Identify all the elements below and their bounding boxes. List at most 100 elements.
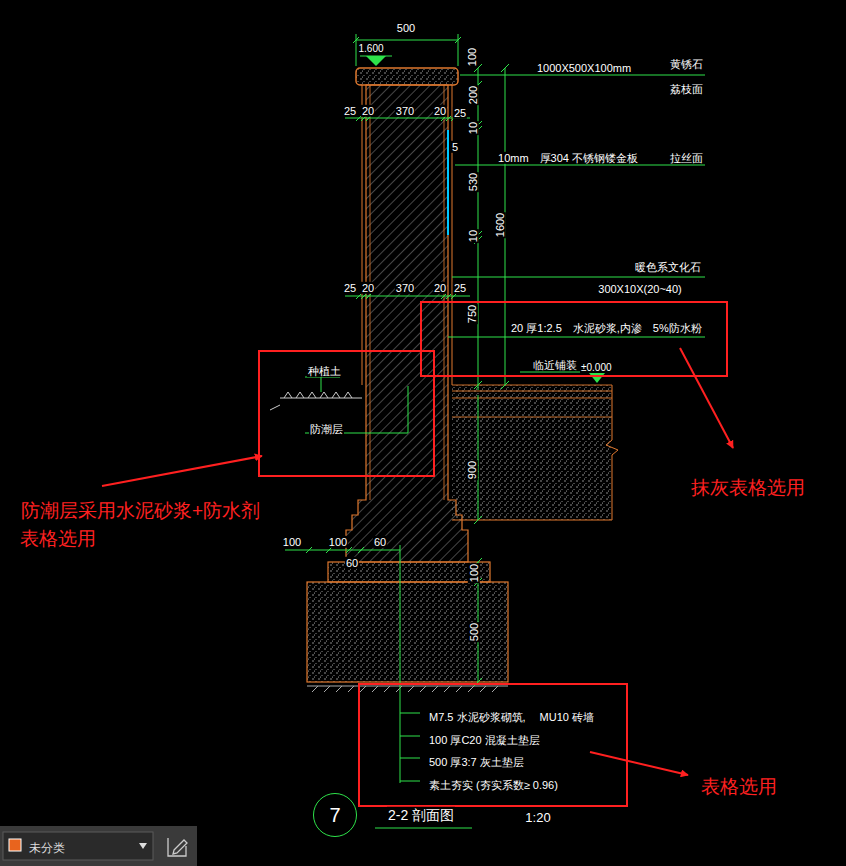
- soil-leader: [305, 377, 340, 392]
- text-holder: 表格选用: [700, 776, 778, 798]
- color-swatch: [9, 839, 21, 851]
- toolbar-panel: [0, 826, 197, 866]
- layer-dropdown: 未分类: [3, 832, 153, 860]
- text-holder: 20: [361, 101, 375, 119]
- text-holder: 500 厚3:7 灰土垫层: [428, 752, 525, 770]
- text-holder: 25: [453, 103, 467, 121]
- callout-box: 种植土防潮层: [258, 350, 435, 477]
- text-holder: 暖色系文化石: [634, 257, 702, 275]
- text-holder: 未分类: [28, 838, 66, 856]
- label-text: 10mm 厚304 不锈钢镂金板: [497, 152, 639, 164]
- text-holder: 20: [433, 278, 447, 296]
- label-text: 20: [433, 105, 447, 117]
- annotation-arrow: [102, 456, 262, 486]
- edit-icon: [168, 838, 187, 856]
- note-text: 防潮层: [309, 423, 344, 435]
- label-text: 拉丝面: [669, 152, 704, 164]
- text-holder: M7.5 水泥砂浆砌筑, MU10 砖墙: [428, 707, 595, 725]
- label-text: 25: [453, 282, 467, 294]
- label-text: 500: [396, 22, 416, 34]
- text-holder: 抹灰表格选用: [690, 477, 806, 499]
- text-holder: 防潮层采用水泥砂浆+防水剂 表格选用: [20, 497, 270, 553]
- stone-face: [452, 85, 453, 385]
- level-marker: [366, 56, 386, 66]
- label-text: 1.600: [357, 43, 384, 54]
- paving-layers: [452, 385, 612, 417]
- label-text: 20: [433, 282, 447, 294]
- label-text: 20: [361, 105, 375, 117]
- planting-soil-symbol: [280, 392, 362, 398]
- note-text: 100 厚C20 混凝土垫层: [428, 734, 541, 746]
- note-text: 种植土: [307, 365, 342, 377]
- cap-stone: [356, 68, 458, 85]
- text-holder: 370: [395, 278, 415, 296]
- note-text: ±0.000: [580, 362, 613, 373]
- text-holder: ±0.000: [580, 357, 613, 375]
- brick-wall: [346, 85, 468, 562]
- text-holder: 20: [433, 101, 447, 119]
- soil-fill: [452, 417, 612, 520]
- label-text: 60: [345, 557, 359, 569]
- label-text: 暖色系文化石: [634, 261, 702, 273]
- layer-name: 未分类: [28, 841, 66, 855]
- dimension-text: 100: [466, 47, 478, 67]
- title-underline: [375, 828, 472, 829]
- dropdown-field: [3, 832, 153, 860]
- dim-footing: [285, 547, 400, 553]
- text-holder: 1600: [490, 212, 508, 238]
- text-holder: 10: [463, 229, 481, 243]
- annotation-note: 表格选用: [700, 776, 778, 797]
- note-text: M7.5 水泥砂浆砌筑, MU10 砖墙: [428, 711, 595, 723]
- text-holder: 100: [462, 47, 480, 67]
- text-holder: 25: [343, 278, 357, 296]
- text-holder: 拉丝面: [669, 148, 704, 166]
- text-holder: 荔枝面: [669, 79, 704, 97]
- dimension-text: 530: [467, 172, 479, 192]
- paving-lines: [452, 385, 612, 417]
- dim-vertical: [474, 64, 482, 390]
- text-holder: 5: [451, 137, 459, 155]
- level-marker: [589, 373, 605, 383]
- label-text: 1000X500X100mm: [536, 62, 632, 74]
- note-text: 临近铺装: [532, 359, 578, 371]
- label-text: 5: [451, 141, 459, 153]
- dimension-text: 900: [466, 460, 478, 480]
- text-holder: 临近铺装: [532, 355, 578, 373]
- dimension-text: 10: [467, 229, 479, 243]
- text-holder: 25: [453, 278, 467, 296]
- dimension-text: 200: [467, 85, 479, 105]
- annotation-note: 防潮层采用水泥砂浆+防水剂 表格选用: [20, 500, 260, 549]
- text-holder: 25: [343, 101, 357, 119]
- text-holder: 500: [464, 622, 482, 642]
- annotation-arrow: [680, 348, 733, 448]
- text-holder: 1:20: [524, 808, 551, 826]
- dimension-text: 750: [466, 304, 478, 324]
- text-holder: 黄锈石: [669, 54, 704, 72]
- label-text: 60: [373, 536, 387, 548]
- text-holder: 750: [462, 304, 480, 324]
- dim-row: [345, 294, 470, 299]
- text-holder: 60: [373, 532, 387, 550]
- label-text: 黄锈石: [669, 58, 704, 70]
- label-text: 1:20: [524, 810, 551, 825]
- text-holder: 300X10X(20~40): [597, 279, 682, 297]
- label-text: 荔枝面: [669, 83, 704, 95]
- dropdown-chevron: [139, 843, 147, 849]
- label-text: 25: [343, 282, 357, 294]
- callout-number: 7: [328, 804, 341, 827]
- text-holder: 60: [345, 553, 359, 571]
- text-holder: 20: [361, 278, 375, 296]
- compacted-soil: [307, 686, 508, 692]
- label-text: 300X10X(20~40): [597, 283, 682, 295]
- section-number-circle: 7: [313, 793, 357, 837]
- label-text: 100: [328, 536, 348, 548]
- foundation-leader: [400, 545, 420, 783]
- text-holder: 1.600: [357, 38, 384, 56]
- text-holder: 7: [314, 794, 356, 836]
- planting-soil-symbol: [270, 405, 280, 410]
- stone-face: [362, 85, 363, 385]
- text-holder: 10: [463, 121, 481, 135]
- break-line: [452, 385, 618, 520]
- text-holder: 防潮层: [309, 419, 344, 437]
